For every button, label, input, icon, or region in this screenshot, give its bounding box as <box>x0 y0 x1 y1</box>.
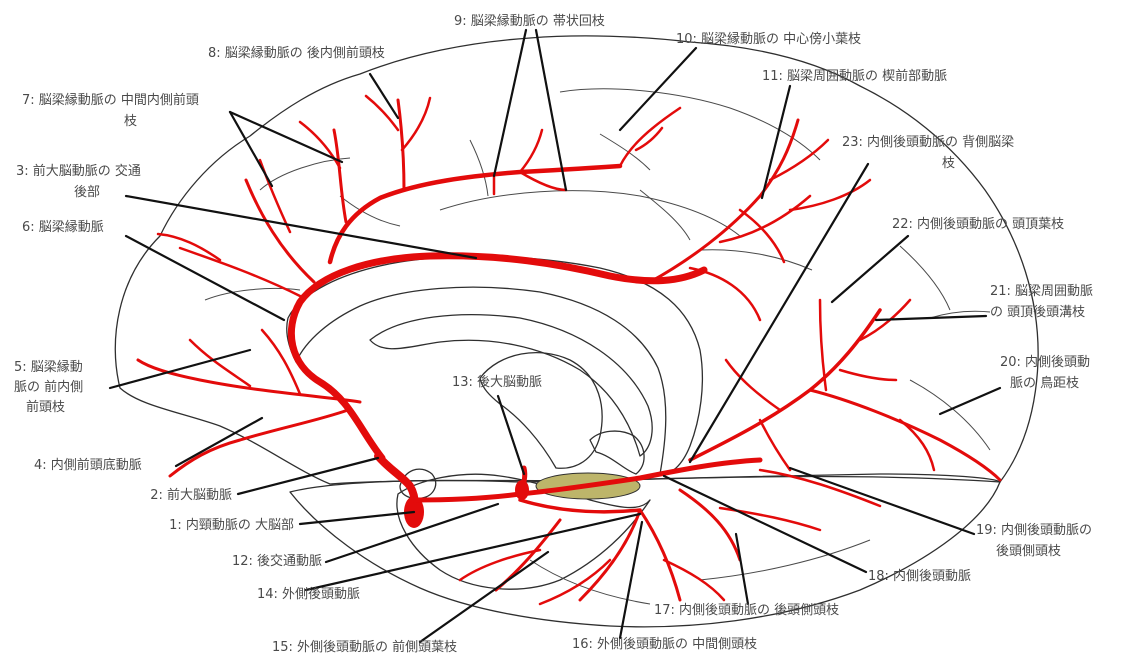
artery-branch <box>720 196 810 242</box>
leader-line <box>690 164 868 462</box>
label-2: 2: 前大脳動脈 <box>150 487 232 503</box>
label-17: 17: 内側後頭動脈の 後頭側頭枝 <box>654 602 839 618</box>
label-21: 21: 脳梁周囲動脈の 頭頂後頭溝枝 <box>990 284 1093 320</box>
callosomarginal-artery <box>330 166 620 262</box>
artery-branch <box>810 390 1000 480</box>
label-9: 9: 脳梁縁動脈の 帯状回枝 <box>454 13 605 29</box>
leader-line <box>832 236 908 302</box>
sulcus <box>910 380 990 450</box>
artery-branch <box>520 172 566 190</box>
label-18: 18: 内側後頭動脈 <box>868 568 971 584</box>
leader-line <box>110 350 250 388</box>
label-4: 4: 内側前頭底動脈 <box>34 457 142 473</box>
artery-branch <box>366 96 398 130</box>
label-22: 22: 内側後頭動脈の 頭頂葉枝 <box>892 216 1064 232</box>
artery-branch <box>520 500 640 512</box>
label-14: 14: 外側後頭動脈 <box>257 587 360 602</box>
sulcus <box>440 191 740 236</box>
artery-branch <box>690 310 880 460</box>
artery-branch <box>580 510 640 600</box>
cerebellum <box>290 474 1000 627</box>
leader-line <box>940 388 1000 414</box>
anatomy <box>115 36 1038 627</box>
label-10: 10: 脳梁縁動脈の 中心傍小葉枝 <box>676 31 861 47</box>
artery-branch <box>726 360 780 410</box>
artery-branch <box>690 268 760 320</box>
hypothalamus <box>590 431 644 474</box>
label-5: 5: 脳梁縁動脈の 前内側前頭枝 <box>14 359 83 415</box>
artery-branch <box>840 370 896 380</box>
leader-line <box>300 512 414 524</box>
label-3: 3: 前大脳動脈の 交通後部 <box>16 163 141 200</box>
artery-branch <box>540 560 610 604</box>
leader-line <box>494 30 526 176</box>
leader-line <box>620 522 642 638</box>
label-7: 7: 脳梁縁動脈の 中間内側前頭枝 <box>22 92 199 129</box>
labels: 1: 内頸動脈の 大脳部 2: 前大脳動脈 3: 前大脳動脈の 交通後部 4: … <box>14 13 1093 655</box>
leader-line <box>126 196 476 258</box>
artery-branch <box>680 490 740 560</box>
leader-line <box>620 48 696 130</box>
sulcus <box>700 250 812 270</box>
corpus-callosum <box>287 256 703 474</box>
label-6: 6: 脳梁縁動脈 <box>22 219 104 235</box>
artery-branch <box>620 108 680 166</box>
label-8: 8: 脳梁縁動脈の 後内側前頭枝 <box>208 45 385 61</box>
label-15: 15: 外側後頭動脈の 前側頭葉枝 <box>272 639 457 655</box>
artery-branch <box>790 180 870 210</box>
label-19: 19: 内側後頭動脈の後頭側頭枝 <box>976 522 1092 559</box>
leader-line <box>736 534 748 604</box>
thalamus <box>480 353 602 469</box>
artery-branch <box>820 300 826 390</box>
label-13: 13: 後大脳動脈 <box>452 375 542 390</box>
sulcus <box>700 540 870 580</box>
cerebral-hemisphere <box>115 36 1038 484</box>
leader-line <box>230 112 342 162</box>
pca-bifurcation <box>515 480 529 500</box>
label-20: 20: 内側後頭動脈の 鳥距枝 <box>1000 354 1090 391</box>
label-11: 11: 脳梁周囲動脈の 楔前部動脈 <box>762 68 947 84</box>
artery-branch <box>496 520 560 590</box>
artery-branch <box>640 510 680 600</box>
sulcus <box>470 140 488 196</box>
sulcus <box>900 246 950 310</box>
pericallosal-artery <box>291 256 704 458</box>
label-16: 16: 外側後頭動脈の 中間側頭枝 <box>572 637 757 652</box>
leader-line <box>762 86 790 198</box>
artery-branch <box>158 234 220 260</box>
sulcus <box>530 560 650 604</box>
artery-branch <box>760 420 790 470</box>
label-1: 1: 内頸動脈の 大脳部 <box>169 517 294 533</box>
leader-line <box>536 30 566 190</box>
artery-branch <box>138 360 360 402</box>
artery-branch <box>334 130 346 222</box>
artery-branch <box>520 130 542 172</box>
leader-line <box>498 396 524 474</box>
artery-branch <box>246 180 314 282</box>
artery-branch <box>398 100 404 190</box>
leader-line <box>790 468 974 534</box>
artery-branch <box>402 98 430 150</box>
label-12: 12: 後交通動脈 <box>232 553 322 569</box>
